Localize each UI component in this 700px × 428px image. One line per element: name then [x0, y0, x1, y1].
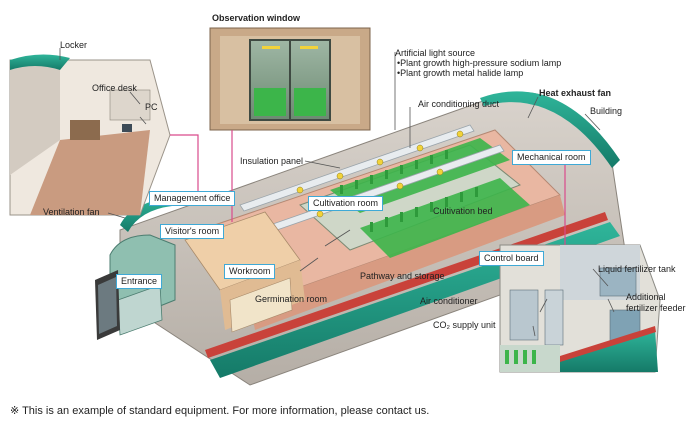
pc-label: PC [145, 102, 158, 112]
cultivation-bed-label: Cultivation bed [433, 206, 493, 216]
visitors-room-label: Visitor's room [160, 224, 225, 239]
insulation-panel-label: Insulation panel [240, 156, 304, 166]
heat-exhaust-fan-label: Heat exhaust fan [539, 88, 612, 98]
artificial-light-item-1: •Plant growth high-pressure sodium lamp [397, 58, 562, 68]
office-inset [9, 54, 171, 216]
additional-feeder-label-2: fertilizer feeder [626, 303, 686, 313]
management-office-label: Management office [149, 191, 236, 206]
pathway-storage-label: Pathway and storage [360, 271, 445, 281]
observation-window-label: Observation window [212, 13, 301, 23]
co2-supply-unit-label: CO₂ supply unit [433, 320, 496, 330]
footnote: ※ This is an example of standard equipme… [10, 405, 430, 417]
workroom-label: Workroom [224, 264, 276, 279]
leader-lines [59, 48, 615, 337]
additional-feeder-label-1: Additional [626, 292, 666, 302]
ventilation-fan-label: Ventilation fan [43, 207, 100, 217]
observation-window-inset [209, 27, 371, 131]
germination-room-label: Germination room [255, 294, 328, 304]
entrance-label: Entrance [116, 274, 163, 289]
mechanical-inset [499, 244, 661, 373]
air-conditioner-label: Air conditioner [420, 296, 478, 306]
building-label: Building [590, 106, 623, 116]
pink-leader-lines [170, 130, 566, 245]
office-desk-label: Office desk [92, 83, 137, 93]
control-board-label: Control board [479, 251, 544, 266]
mechanical-room-label: Mechanical room [512, 150, 591, 165]
artificial-light-title: Artificial light source [395, 48, 476, 58]
liquid-fertilizer-tank-label: Liquid fertilizer tank [598, 264, 676, 274]
air-conditioning-duct-label: Air conditioning duct [418, 99, 500, 109]
locker-label: Locker [60, 40, 88, 50]
artificial-light-item-2: •Plant growth metal halide lamp [397, 68, 524, 78]
cultivation-room-label: Cultivation room [308, 196, 384, 211]
